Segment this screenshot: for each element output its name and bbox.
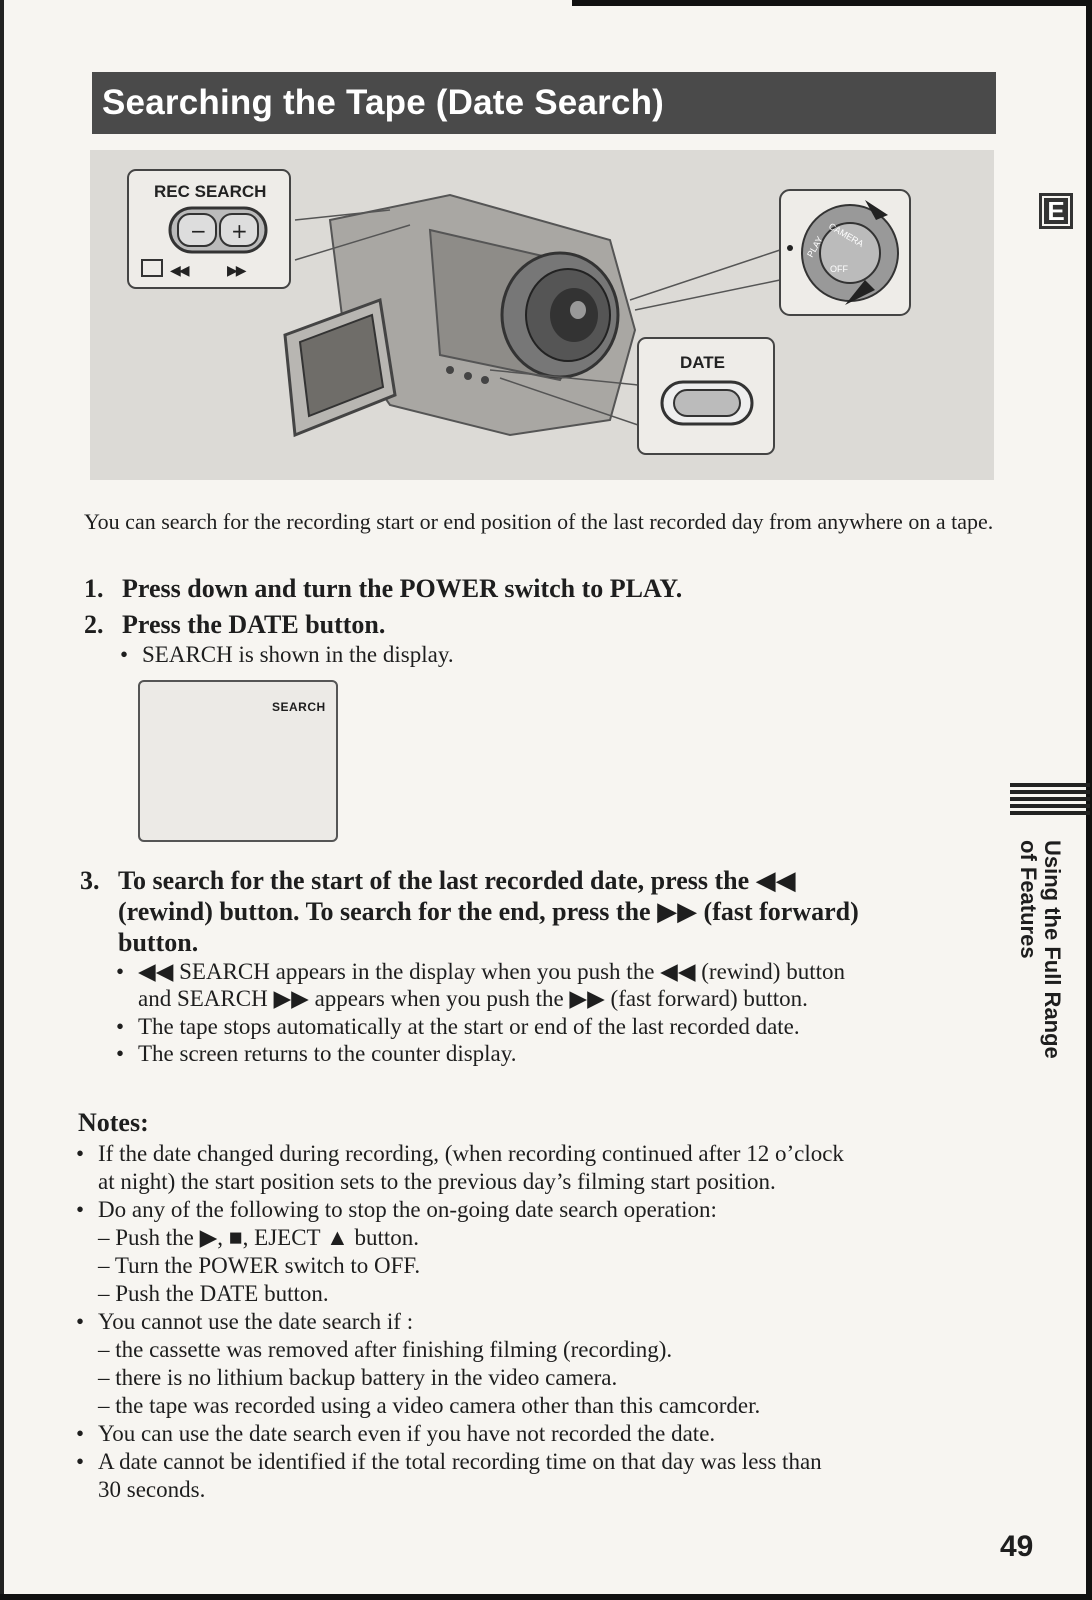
- step-2: 2. Press the DATE button.: [84, 609, 385, 640]
- step-3-bullet-3: •The screen returns to the counter displ…: [116, 1041, 517, 1066]
- step-2-text: Press the DATE button.: [122, 610, 386, 639]
- page-edge-top: [572, 0, 1092, 6]
- note-3-dash-3: – the tape was recorded using a video ca…: [98, 1393, 761, 1418]
- power-dial-callout: CAMERA PLAY OFF: [629, 189, 911, 316]
- step-3-line-3: button.: [118, 928, 199, 957]
- section-side-label: Using the Full Range of Features: [1016, 840, 1065, 1059]
- lcd-search-text: SEARCH: [272, 700, 326, 714]
- note-1: • If the date changed during recording, …: [76, 1141, 844, 1194]
- step-2-number: 2.: [84, 610, 104, 639]
- step-1: 1. Press down and turn the POWER switch t…: [84, 573, 682, 604]
- page-number: 49: [1000, 1530, 1034, 1563]
- page-edge-left: [0, 0, 4, 1600]
- arrow-icon: [865, 200, 888, 220]
- rec-plus-icon: +: [231, 219, 248, 243]
- rec-search-callout: REC SEARCH − + ◀◀ ▶▶: [127, 169, 411, 289]
- date-button-icon: [673, 389, 741, 417]
- step-3-bullet-2: •The tape stops automatically at the sta…: [116, 1014, 800, 1039]
- notes-list: • If the date changed during recording, …: [76, 1140, 996, 1504]
- step-2-bullet: •SEARCH is shown in the display.: [120, 642, 454, 667]
- note-2: • Do any of the following to stop the on…: [76, 1196, 996, 1308]
- note-3-dash-1: – the cassette was removed after finishi…: [98, 1337, 673, 1362]
- page-title: Searching the Tape (Date Search): [92, 72, 996, 134]
- date-label: DATE: [680, 353, 725, 372]
- step-1-text: Press down and turn the POWER switch to …: [122, 574, 683, 603]
- step-1-number: 1.: [84, 574, 104, 603]
- arrow-icon-2: [845, 280, 875, 305]
- note-5: • A date cannot be identified if the tot…: [76, 1449, 822, 1502]
- section-tab-bars: [1010, 783, 1090, 818]
- note-2-dash-3: – Push the DATE button.: [98, 1281, 329, 1306]
- rewind-icon: ◀◀: [170, 263, 190, 279]
- language-tab: E: [1039, 193, 1073, 229]
- note-2-dash-1: – Push the ▶, ■, EJECT ▲ button.: [98, 1225, 419, 1250]
- note-2-dash-2: – Turn the POWER switch to OFF.: [98, 1253, 421, 1278]
- note-3: • You cannot use the date search if : – …: [76, 1308, 996, 1420]
- step-3-bullet-1: •◀◀ SEARCH appears in the display when y…: [116, 959, 845, 1011]
- step-3: 3. To search for the start of the last re…: [80, 865, 990, 958]
- rec-minus-icon: −: [190, 219, 207, 243]
- camcorder-illustration: REC SEARCH − + ◀◀ ▶▶ CAMERA PLAY OFF DAT…: [90, 150, 994, 480]
- fast-forward-icon: ▶▶: [227, 263, 247, 279]
- step-3-line-2: (rewind) button. To search for the end, …: [118, 897, 859, 926]
- dial-off-label: OFF: [830, 264, 848, 274]
- date-button-callout: DATE: [489, 337, 775, 455]
- note-4: • You can use the date search even if yo…: [76, 1421, 716, 1446]
- note-3-dash-2: – there is no lithium backup battery in …: [98, 1365, 618, 1390]
- lcd-display-illustration: SEARCH: [138, 680, 338, 842]
- notes-heading: Notes:: [78, 1108, 149, 1137]
- camcorder-body: [283, 193, 637, 438]
- intro-paragraph: You can search for the recording start o…: [84, 509, 994, 534]
- step-3-line-1: To search for the start of the last reco…: [118, 866, 796, 895]
- step-3-number: 3.: [80, 866, 100, 895]
- rec-search-label: REC SEARCH: [154, 182, 266, 201]
- page-edge-bottom: [0, 1594, 1092, 1600]
